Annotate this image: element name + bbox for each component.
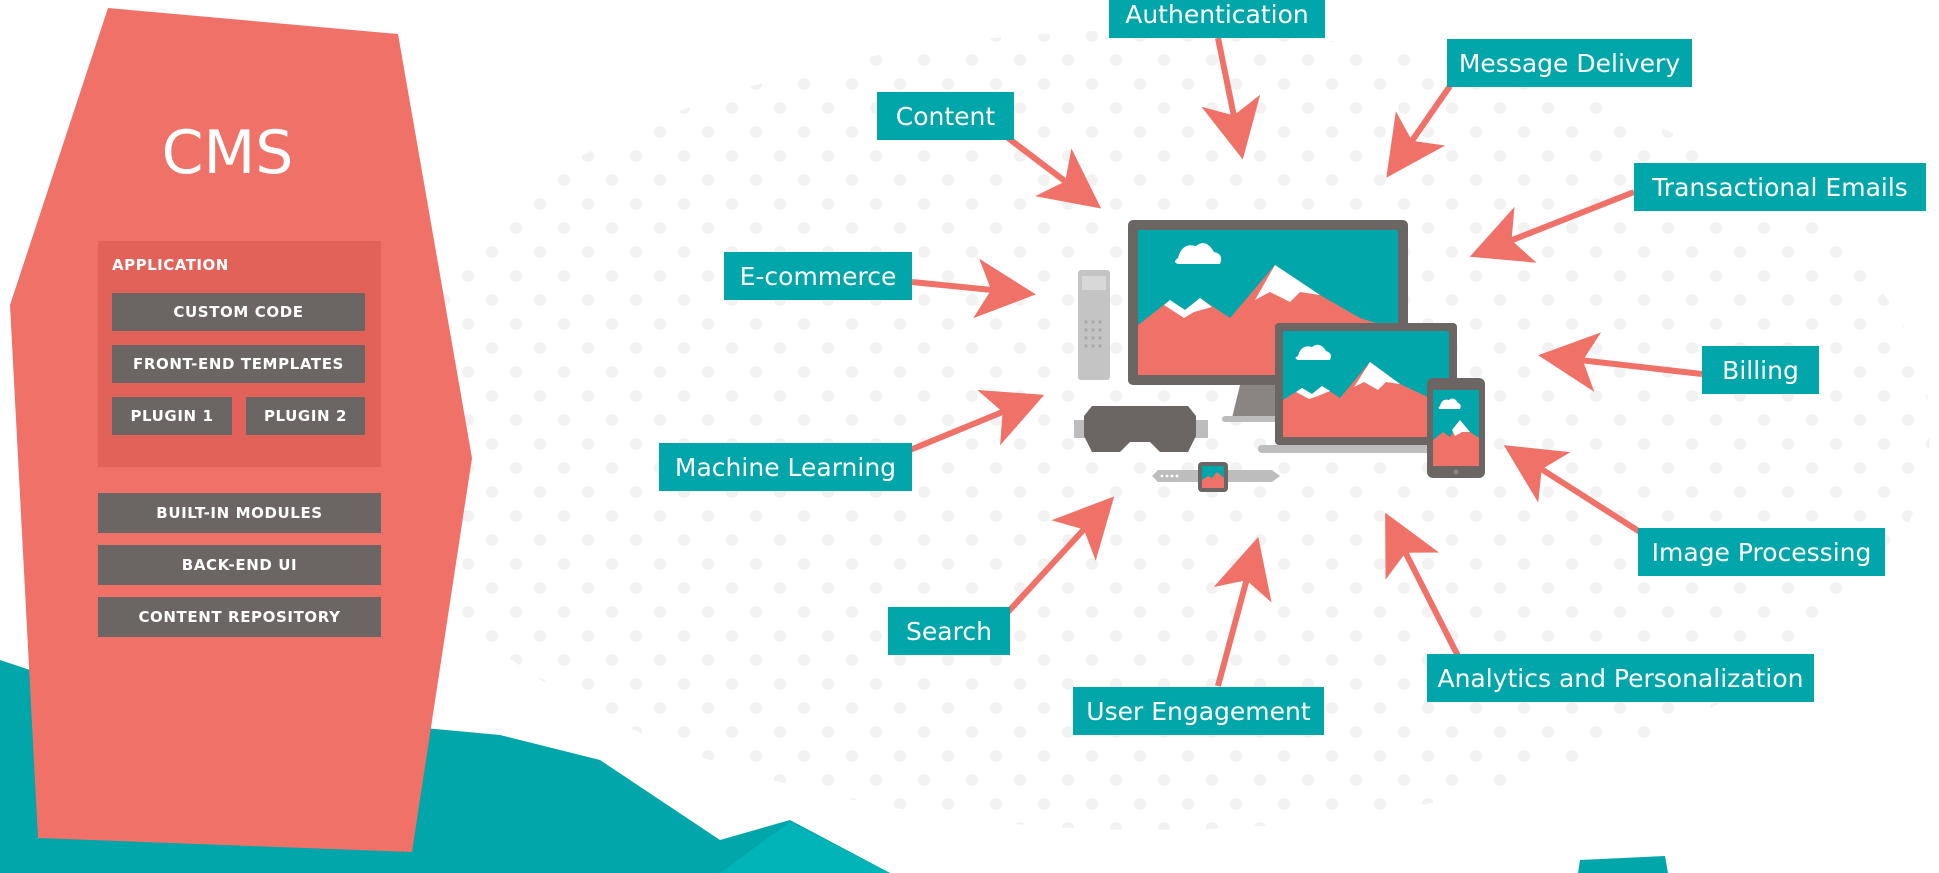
transactional-emails-label: Transactional Emails — [1634, 163, 1926, 211]
analytics-and-personalization-label: Analytics and Personalization — [1427, 654, 1814, 702]
authentication-label: Authentication — [1109, 0, 1325, 38]
arrow-image-processing — [1503, 445, 1642, 535]
content-repository-block: CONTENT REPOSITORY — [98, 597, 381, 637]
cms-title: CMS — [161, 118, 294, 188]
user-engagement-label: User Engagement — [1073, 687, 1324, 735]
arrow-e-commerce — [911, 258, 1036, 319]
laptop-icon — [1258, 323, 1474, 453]
smartwatch-icon — [1152, 462, 1280, 492]
machine-learning-label: Machine Learning — [659, 443, 912, 491]
vr-headset-icon — [1074, 406, 1208, 452]
message-delivery-label: Message Delivery — [1447, 39, 1692, 87]
application-panel: APPLICATION CUSTOM CODE FRONT-END TEMPLA… — [98, 241, 381, 467]
back-end-ui-block: BACK-END UI — [98, 545, 381, 585]
front-end-templates-block: FRONT-END TEMPLATES — [112, 345, 365, 383]
arrow-message-delivery — [1386, 84, 1453, 178]
teal-corner-shape — [1578, 856, 1668, 873]
arrow-search — [1005, 496, 1115, 615]
search-label: Search — [888, 607, 1010, 655]
e-commerce-label: E-commerce — [724, 252, 912, 300]
arrow-analytics-and-personalization — [1385, 512, 1461, 658]
billing-label: Billing — [1702, 346, 1819, 394]
teal-mountain-highlight — [720, 822, 890, 873]
arrow-transactional-emails — [1469, 189, 1636, 263]
custom-code-block: CUSTOM CODE — [112, 293, 365, 331]
arrow-content — [1006, 135, 1102, 209]
built-in-modules-block: BUILT-IN MODULES — [98, 493, 381, 533]
content-label: Content — [877, 92, 1014, 140]
image-processing-label: Image Processing — [1638, 528, 1885, 576]
arrow-authentication — [1201, 37, 1261, 160]
arrow-user-engagement — [1213, 536, 1272, 687]
devices-illustration — [1074, 220, 1485, 492]
plugin-2-block: PLUGIN 2 — [246, 397, 365, 435]
arrow-machine-learning — [908, 389, 1045, 453]
phone-icon — [1427, 378, 1485, 478]
desktop-tower-icon — [1078, 270, 1110, 380]
plugin-1-block: PLUGIN 1 — [112, 397, 232, 435]
arrow-billing — [1538, 332, 1703, 392]
application-label: APPLICATION — [112, 256, 229, 274]
